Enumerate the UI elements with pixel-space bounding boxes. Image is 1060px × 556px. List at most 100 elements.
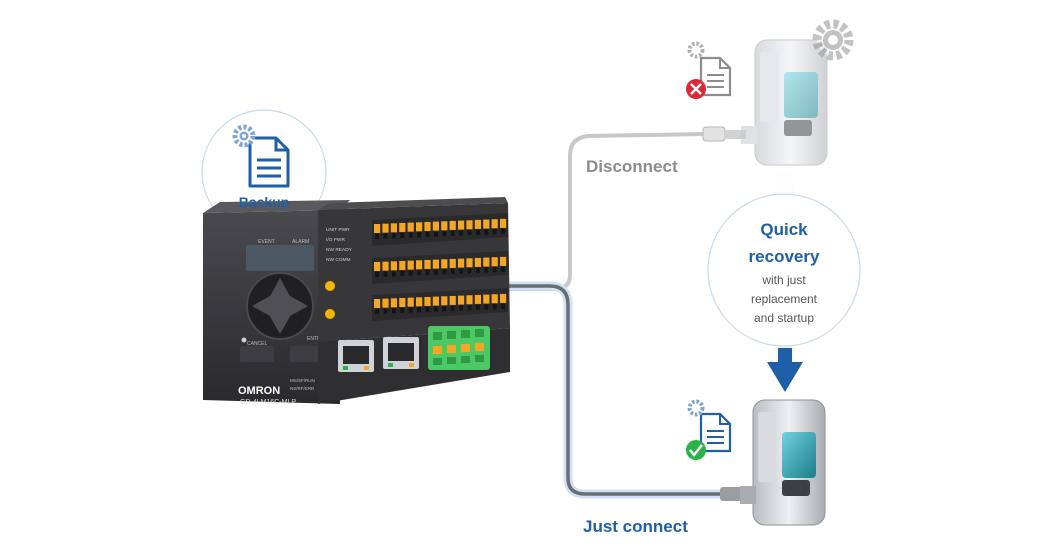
terminal-hole [425, 306, 430, 312]
terminal-clamp [424, 221, 431, 231]
cancel-label: CANCEL [247, 341, 268, 347]
terminal-clamp [441, 221, 448, 231]
terminal-hole [375, 234, 379, 239]
terminal-clamp [424, 296, 431, 306]
terminal-hole [400, 270, 405, 276]
terminal-row-2 [372, 251, 508, 284]
document-check-icon [686, 399, 732, 460]
terminal-clamp [416, 260, 423, 270]
terminal-clamp [483, 294, 490, 304]
disconnect-label: Disconnect [586, 157, 678, 176]
terminal-hole [459, 268, 463, 274]
connect-cable-glow [505, 281, 723, 499]
terminal-clamp [483, 257, 490, 267]
failed-sensor [741, 39, 828, 166]
terminal-hole [408, 270, 413, 276]
terminal-hole [476, 229, 480, 235]
terminal-hole [383, 308, 388, 314]
terminal-hole [383, 233, 388, 239]
terminal-clamp [458, 220, 465, 230]
terminal-hole [383, 271, 388, 277]
terminal-hole [408, 232, 413, 238]
terminal-clamp [399, 222, 406, 232]
terminal-clamp [374, 299, 381, 308]
terminal-hole [492, 304, 497, 310]
terminal-clamp [374, 224, 381, 233]
terminal-hole [501, 266, 505, 272]
terminal-clamp [382, 223, 389, 233]
terminal-clamp [416, 222, 423, 232]
terminal-hole [492, 267, 497, 273]
quick-recovery-title-1: Quick [760, 220, 808, 239]
terminal-hole [442, 269, 447, 275]
terminal-clamp [449, 220, 456, 230]
controller-model: GD-4LM16C-MLP [240, 399, 296, 406]
status-nw-comm: NW COMM [326, 257, 351, 263]
terminal-clamp [390, 223, 397, 233]
terminal-clamp [416, 297, 423, 307]
terminal-clamp [491, 294, 498, 304]
connect-cable [505, 284, 723, 496]
terminal-clamp [390, 298, 397, 308]
terminal-clamp [474, 294, 481, 304]
status-io-pwr: I/O PWR [326, 237, 345, 243]
terminal-clamp [466, 295, 473, 305]
terminal-rows [372, 213, 508, 321]
backup-label: Backup [238, 194, 290, 210]
terminal-hole [450, 305, 455, 311]
terminal-hole [484, 229, 489, 235]
terminal-clamp [407, 222, 414, 232]
terminal-hole [476, 304, 480, 310]
terminal-hole [459, 305, 463, 311]
terminal-hole [442, 306, 447, 312]
terminal-clamp [382, 298, 389, 308]
terminal-clamp [432, 259, 439, 269]
terminal-hole [450, 230, 455, 236]
terminal-hole [501, 303, 505, 309]
controller-display [246, 245, 314, 271]
omron-logo: OMRON [238, 385, 280, 397]
terminal-hole [501, 228, 505, 234]
terminal-clamp [399, 260, 406, 270]
terminal-hole [442, 231, 447, 237]
terminal-hole [417, 232, 421, 238]
recovery-detail-1: with just [762, 273, 806, 287]
terminal-hole [392, 233, 396, 239]
terminal-hole [459, 230, 463, 236]
terminal-clamp [458, 258, 465, 268]
rotary-switch-1 [325, 281, 335, 291]
terminal-hole [400, 307, 405, 313]
recovery-detail-2: replacement [750, 292, 818, 306]
recovery-detail-3: and startup [753, 311, 815, 325]
terminal-clamp [407, 260, 414, 270]
green-power-connector [428, 326, 490, 370]
ms-label: MS/SF/RUN [290, 378, 315, 383]
terminal-clamp [407, 297, 414, 307]
terminal-hole [392, 308, 396, 314]
terminal-row-1 [372, 213, 508, 246]
terminal-clamp [500, 256, 507, 266]
terminal-clamp [374, 262, 381, 271]
recovery-circle [707, 193, 861, 347]
terminal-clamp [458, 295, 465, 305]
terminal-hole [392, 271, 396, 277]
cancel-key [240, 346, 274, 362]
terminal-clamp [390, 261, 397, 271]
terminal-clamp [432, 221, 439, 231]
terminal-hole [425, 269, 430, 275]
terminal-hole [408, 307, 413, 313]
enter-label: ENTER [307, 336, 324, 342]
terminal-clamp [449, 258, 456, 268]
terminal-hole [492, 229, 497, 235]
terminal-hole [375, 272, 379, 277]
terminal-clamp [441, 259, 448, 269]
event-label: EVENT [258, 239, 275, 245]
alarm-label: ALARM [292, 239, 309, 245]
terminal-hole [417, 270, 421, 276]
terminal-hole [484, 267, 489, 273]
just-connect-label: Just connect [583, 517, 688, 536]
disconnect-plug [702, 126, 726, 142]
terminal-hole [434, 269, 438, 275]
terminal-hole [450, 268, 455, 274]
